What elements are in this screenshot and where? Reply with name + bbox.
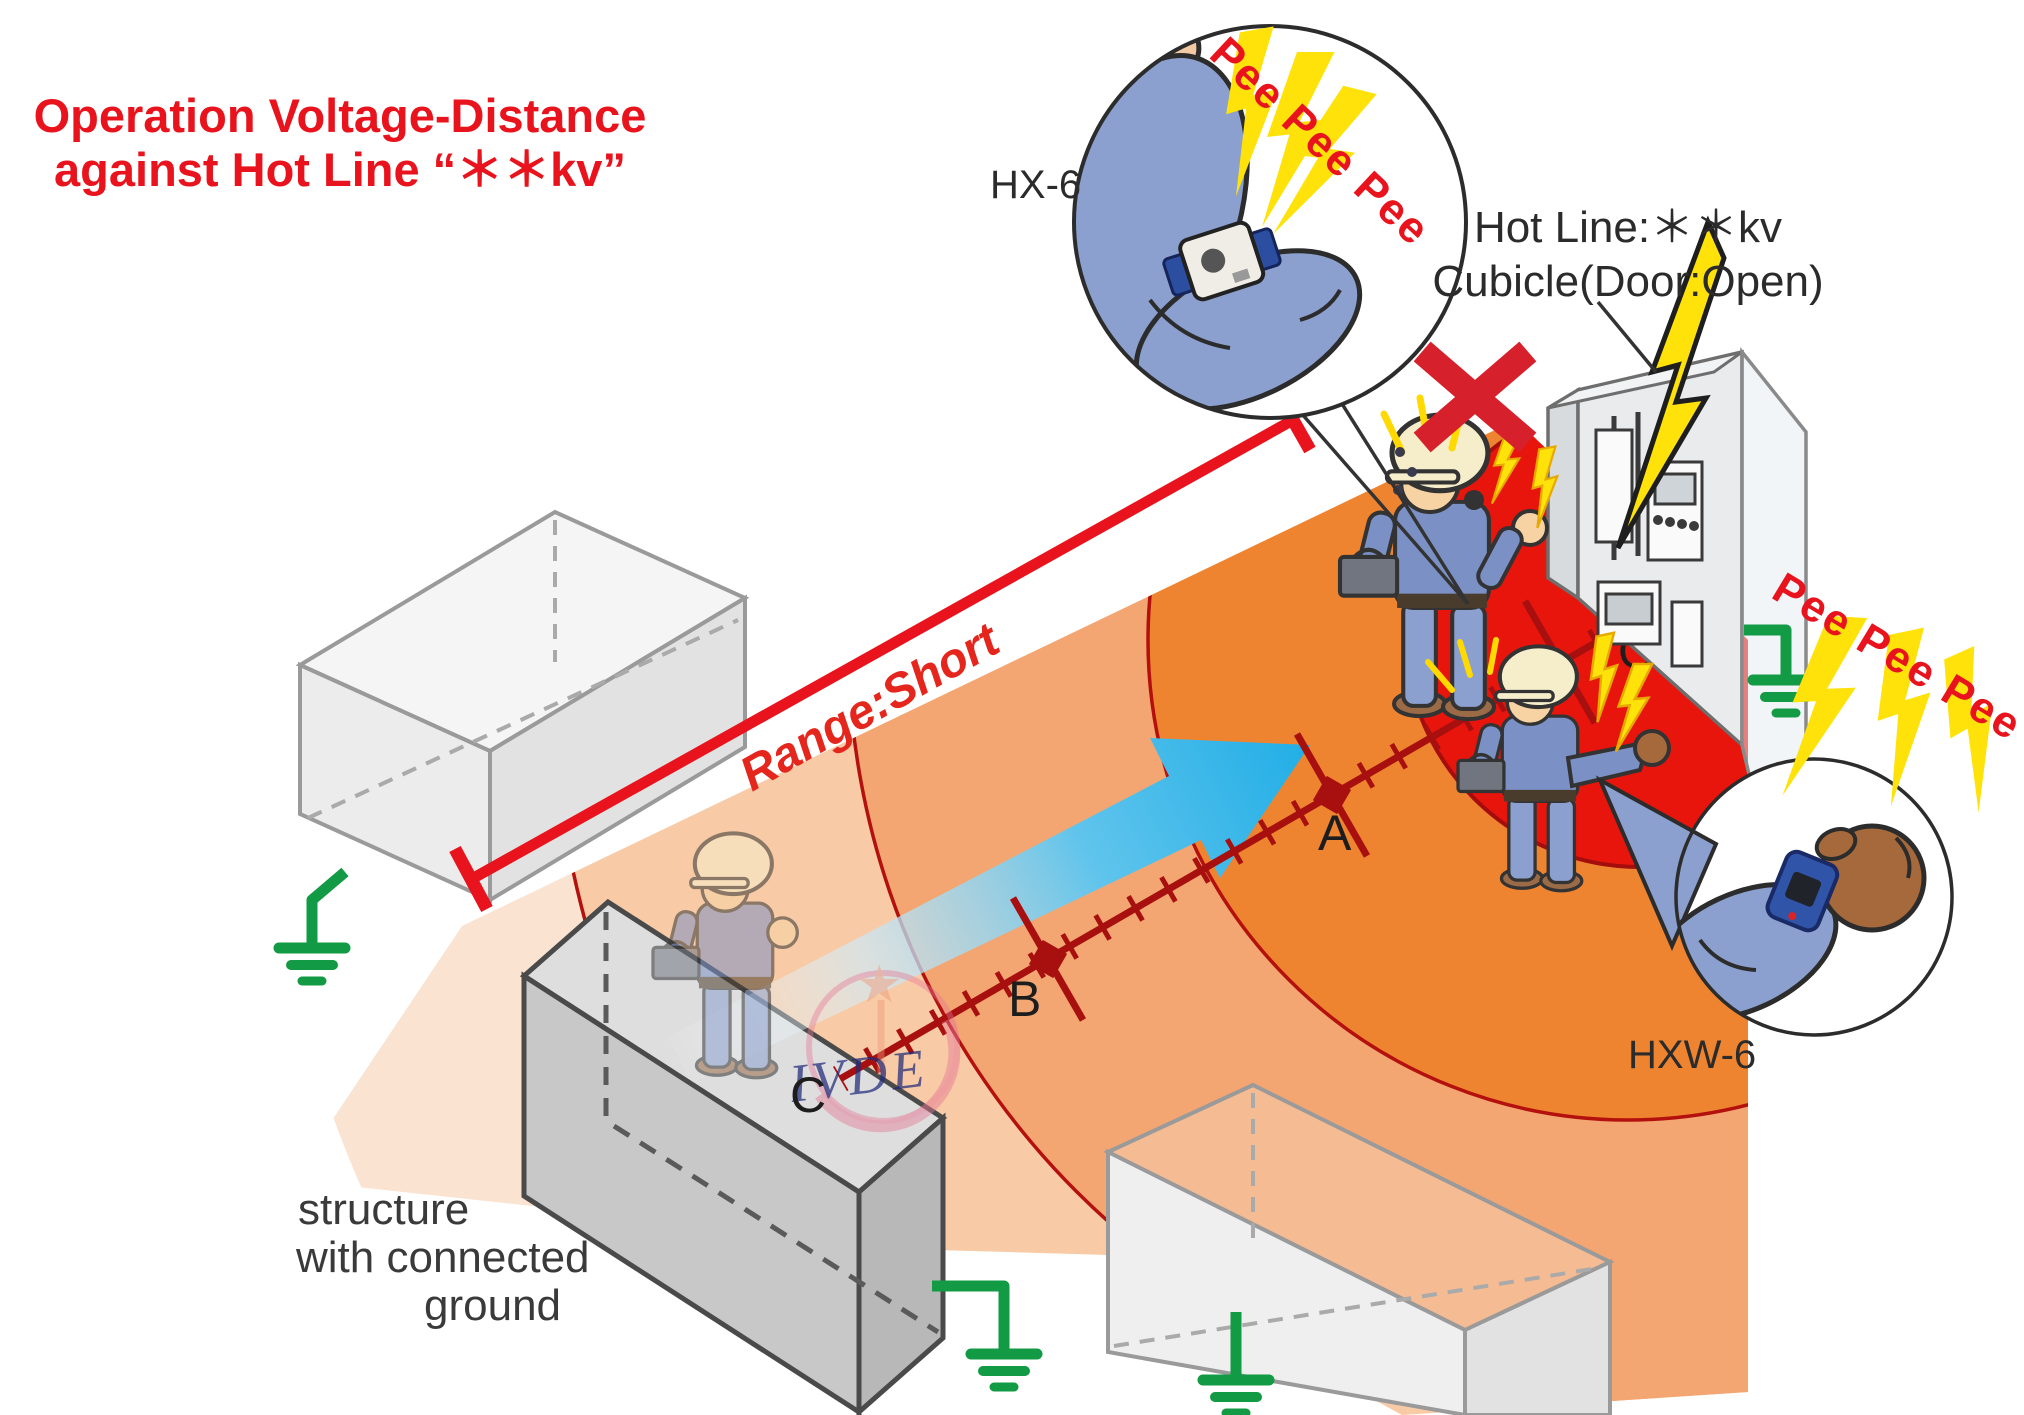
structure-note-line1: structure — [298, 1185, 469, 1234]
callout-line — [1320, 371, 1470, 605]
watermark-logo: ★ — [806, 956, 961, 1133]
arm-alarm-device — [1464, 490, 1484, 510]
earth-ground-icon — [971, 1326, 1037, 1387]
structure-note-line3: ground — [424, 1281, 561, 1330]
hotline-label-line1: Hot Line:＊＊kv — [1474, 203, 1782, 252]
ground-connection-bottom-middle — [932, 1280, 1037, 1387]
hx6-label: HX-6 — [990, 163, 1081, 207]
ground-connection-bottom-right — [1203, 1312, 1269, 1413]
hotline-label-line2: Cubicle(Door:Open) — [1432, 257, 1823, 306]
point-marker-b — [1028, 939, 1068, 979]
worker-hand — [766, 916, 799, 950]
structure-box-top-left — [295, 509, 750, 904]
watch-alarm-device — [1765, 849, 1840, 933]
callout-tail — [1595, 775, 1719, 952]
alert-marks — [1425, 637, 1499, 693]
ground-connection-cubicle — [1744, 624, 1819, 713]
earth-ground-icon — [279, 920, 345, 981]
hxw6-magnifier — [1595, 614, 2024, 1037]
direction-arrow — [668, 738, 1310, 1083]
hxw6-label: HXW-6 — [1628, 1033, 1756, 1077]
point-label-b: B — [1008, 971, 1041, 1027]
gloved-fist — [1633, 729, 1671, 767]
watermark-star-icon: ★ — [856, 956, 903, 1014]
hotline-callout-line — [1596, 300, 1658, 374]
structure-note-line2: with connected — [295, 1233, 590, 1282]
structure-box-bottom-right — [1103, 1082, 1615, 1415]
worker-at-point-a — [1425, 631, 1671, 891]
point-label-c: C — [790, 1067, 826, 1123]
ground-connection-top-left — [279, 867, 345, 981]
worker-at-point-c — [653, 833, 799, 1077]
diagram-title-line1: Operation Voltage-Distance — [34, 89, 647, 142]
callout-line — [1286, 396, 1470, 606]
wrist-alarm-device — [1162, 220, 1282, 302]
diagram-title-line2: against Hot Line “＊＊kv” — [54, 143, 626, 196]
point-marker-a — [1312, 775, 1352, 815]
prohibition-x-mark — [1413, 341, 1537, 453]
raised-arm — [1565, 739, 1651, 789]
point-label-a: A — [1318, 805, 1352, 861]
worker-at-point-o — [1340, 394, 1570, 719]
